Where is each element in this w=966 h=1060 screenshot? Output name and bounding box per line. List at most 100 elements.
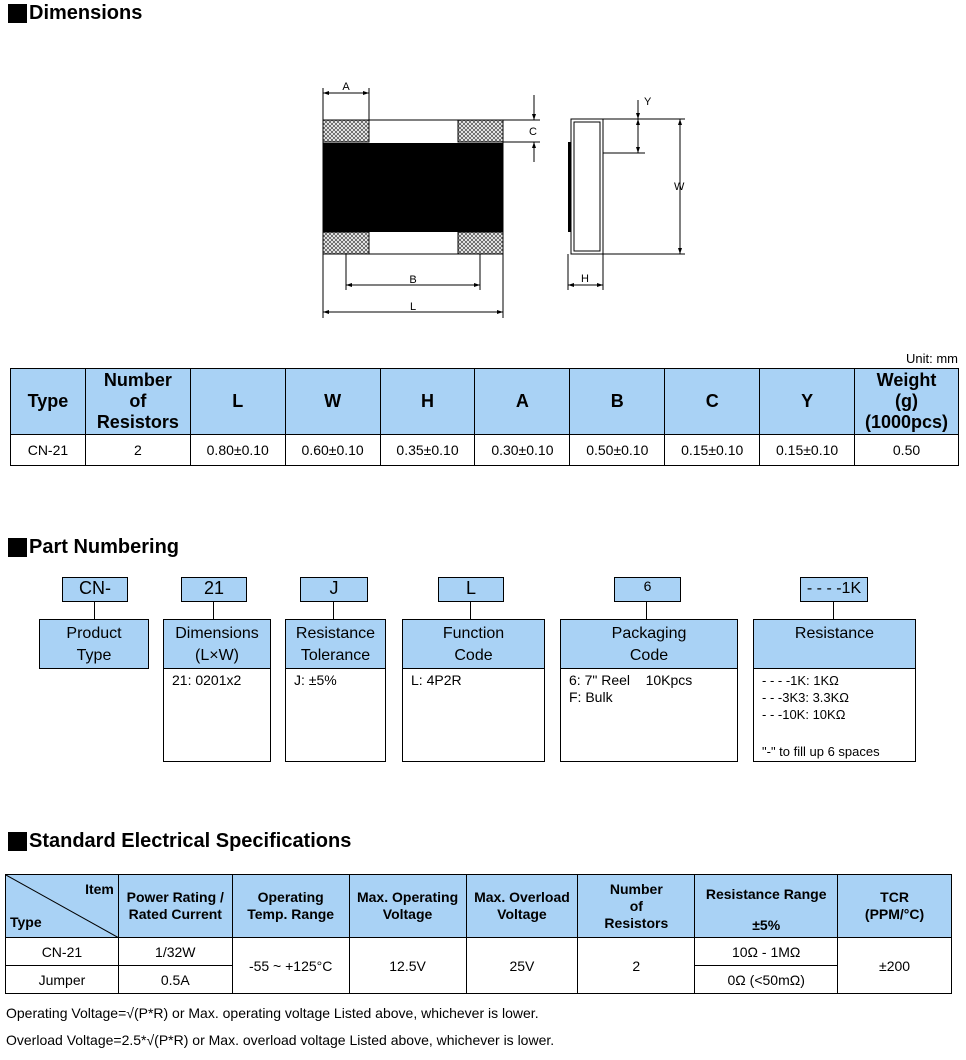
table-cell: 0.15±0.10 — [664, 434, 761, 466]
corner-type: Type — [10, 914, 42, 930]
category-title: Packaging Code — [561, 620, 737, 669]
category-product-type: Product Type — [39, 619, 149, 669]
side-view-chip — [568, 118, 604, 255]
dim-header: B — [569, 368, 666, 435]
dim-header: C — [664, 368, 761, 435]
category-function-code: Function Code L: 4P2R — [402, 619, 545, 762]
spec-header: Resistance Range — [694, 874, 839, 915]
code-box-function: L — [438, 577, 504, 602]
section-title-dimensions: Dimensions — [8, 2, 142, 25]
category-title: Resistance Tolerance — [286, 620, 385, 669]
dim-header: L — [189, 368, 286, 435]
connector-line — [470, 601, 471, 619]
connector-line — [213, 601, 214, 619]
label-l: L — [410, 301, 416, 313]
category-title: Resistance — [754, 620, 915, 669]
spec-header: Operating Temp. Range — [231, 874, 350, 938]
dim-header-row: Type Number of Resistors L W H A B C Y W… — [10, 368, 959, 435]
spec-header: Number of Resistors — [577, 874, 696, 938]
table-cell: 0.35±0.10 — [379, 434, 476, 466]
table-cell: 2 — [84, 434, 191, 466]
unit-label: Unit: mm — [906, 351, 958, 366]
table-row: CN-21 2 0.80±0.10 0.60±0.10 0.35±0.10 0.… — [10, 434, 959, 466]
dimension-drawing: A C B L Y W H — [322, 81, 685, 318]
category-body: J: ±5% — [294, 672, 337, 688]
category-title: Dimensions (L×W) — [164, 620, 270, 669]
table-cell: CN-21 — [5, 937, 119, 966]
connector-line — [94, 601, 95, 619]
connector-line — [333, 601, 334, 619]
category-body: 21: 0201x2 — [172, 672, 242, 688]
connector-line — [833, 601, 834, 619]
note-operating-voltage: Operating Voltage=√(P*R) or Max. operati… — [6, 1005, 539, 1021]
table-cell: 25V — [465, 937, 579, 994]
table-cell: 0.30±0.10 — [474, 434, 571, 466]
table-cell: 12.5V — [348, 937, 467, 994]
diagonal-line — [6, 875, 119, 938]
dim-header: Type — [10, 368, 86, 435]
category-title: Product Type — [40, 620, 148, 668]
category-body: - - - -1K: 1KΩ - - -3K3: 3.3KΩ - - -10K:… — [762, 673, 850, 722]
table-cell: 1/32W — [117, 937, 233, 966]
top-view-chip — [322, 119, 504, 255]
table-cell: 10Ω - 1MΩ — [694, 937, 839, 966]
dim-header: Y — [759, 368, 856, 435]
label-h: H — [581, 273, 589, 285]
dim-header: H — [379, 368, 476, 435]
dim-header: W — [284, 368, 381, 435]
table-cell: 0.50 — [854, 434, 959, 466]
spec-header: Max. Overload Voltage — [465, 874, 579, 938]
table-cell: 0.60±0.10 — [284, 434, 381, 466]
connector-line — [646, 601, 647, 619]
code-box-resistance: - - - -1K — [800, 577, 868, 602]
category-dimensions: Dimensions (L×W) 21: 0201x2 — [163, 619, 271, 762]
section-title-electrical: Standard Electrical Specifications — [8, 830, 351, 853]
code-box-dimensions: 21 — [181, 577, 247, 602]
section-title-part-numbering: Part Numbering — [8, 536, 179, 559]
table-cell: 2 — [577, 937, 696, 994]
table-cell: ±200 — [837, 937, 952, 994]
spec-header: Power Rating / Rated Current — [117, 874, 233, 938]
section-title-text: Part Numbering — [29, 536, 180, 558]
square-bullet-icon — [8, 538, 27, 557]
label-w: W — [674, 181, 685, 193]
table-cell: 0.50±0.10 — [569, 434, 666, 466]
table-row: Jumper 0.5A 0Ω (<50mΩ) — [5, 965, 952, 994]
resistance-note: "-" to fill up 6 spaces — [762, 744, 880, 759]
spec-subheader: ±5% — [694, 914, 839, 938]
category-tolerance: Resistance Tolerance J: ±5% — [285, 619, 386, 762]
code-box-tolerance: J — [300, 577, 368, 602]
section-title-text: Dimensions — [29, 2, 143, 24]
table-cell: 0.80±0.10 — [189, 434, 286, 466]
category-title: Function Code — [403, 620, 544, 669]
category-body: 6: 7" Reel 10Kpcs F: Bulk — [569, 672, 693, 705]
electrical-spec-table: Item Type Power Rating / Rated Current O… — [5, 874, 952, 994]
spec-header-row: Item Type Power Rating / Rated Current O… — [5, 874, 952, 938]
dim-header: Weight (g) (1000pcs) — [854, 368, 959, 435]
label-c: C — [529, 126, 537, 138]
table-cell: 0Ω (<50mΩ) — [694, 965, 839, 994]
code-box-packaging: 6 — [614, 577, 681, 602]
table-cell: 0.5A — [117, 965, 233, 994]
table-row: CN-21 1/32W -55 ~ +125°C 12.5V 25V 2 10Ω… — [5, 937, 952, 994]
dim-header: A — [474, 368, 571, 435]
corner-item: Item — [85, 881, 114, 897]
table-cell: Jumper — [5, 965, 119, 994]
square-bullet-icon — [8, 832, 27, 851]
square-bullet-icon — [8, 4, 27, 23]
label-y: Y — [644, 96, 652, 108]
label-a: A — [342, 81, 350, 93]
category-resistance: Resistance - - - -1K: 1KΩ - - -3K3: 3.3K… — [753, 619, 916, 762]
spec-header: TCR (PPM/°C) — [837, 874, 952, 938]
code-box-type: CN- — [62, 577, 128, 602]
category-body: L: 4P2R — [411, 672, 462, 688]
table-cell: 0.15±0.10 — [759, 434, 856, 466]
table-cell: CN-21 — [10, 434, 86, 466]
table-cell: -55 ~ +125°C — [231, 937, 350, 994]
note-overload-voltage: Overload Voltage=2.5*√(P*R) or Max. over… — [6, 1032, 555, 1048]
dimensions-table: Type Number of Resistors L W H A B C Y W… — [10, 368, 959, 466]
dim-header: Number of Resistors — [84, 368, 191, 435]
spec-header: Max. Operating Voltage — [348, 874, 467, 938]
corner-header: Item Type — [5, 874, 119, 938]
section-title-text: Standard Electrical Specifications — [29, 830, 352, 852]
